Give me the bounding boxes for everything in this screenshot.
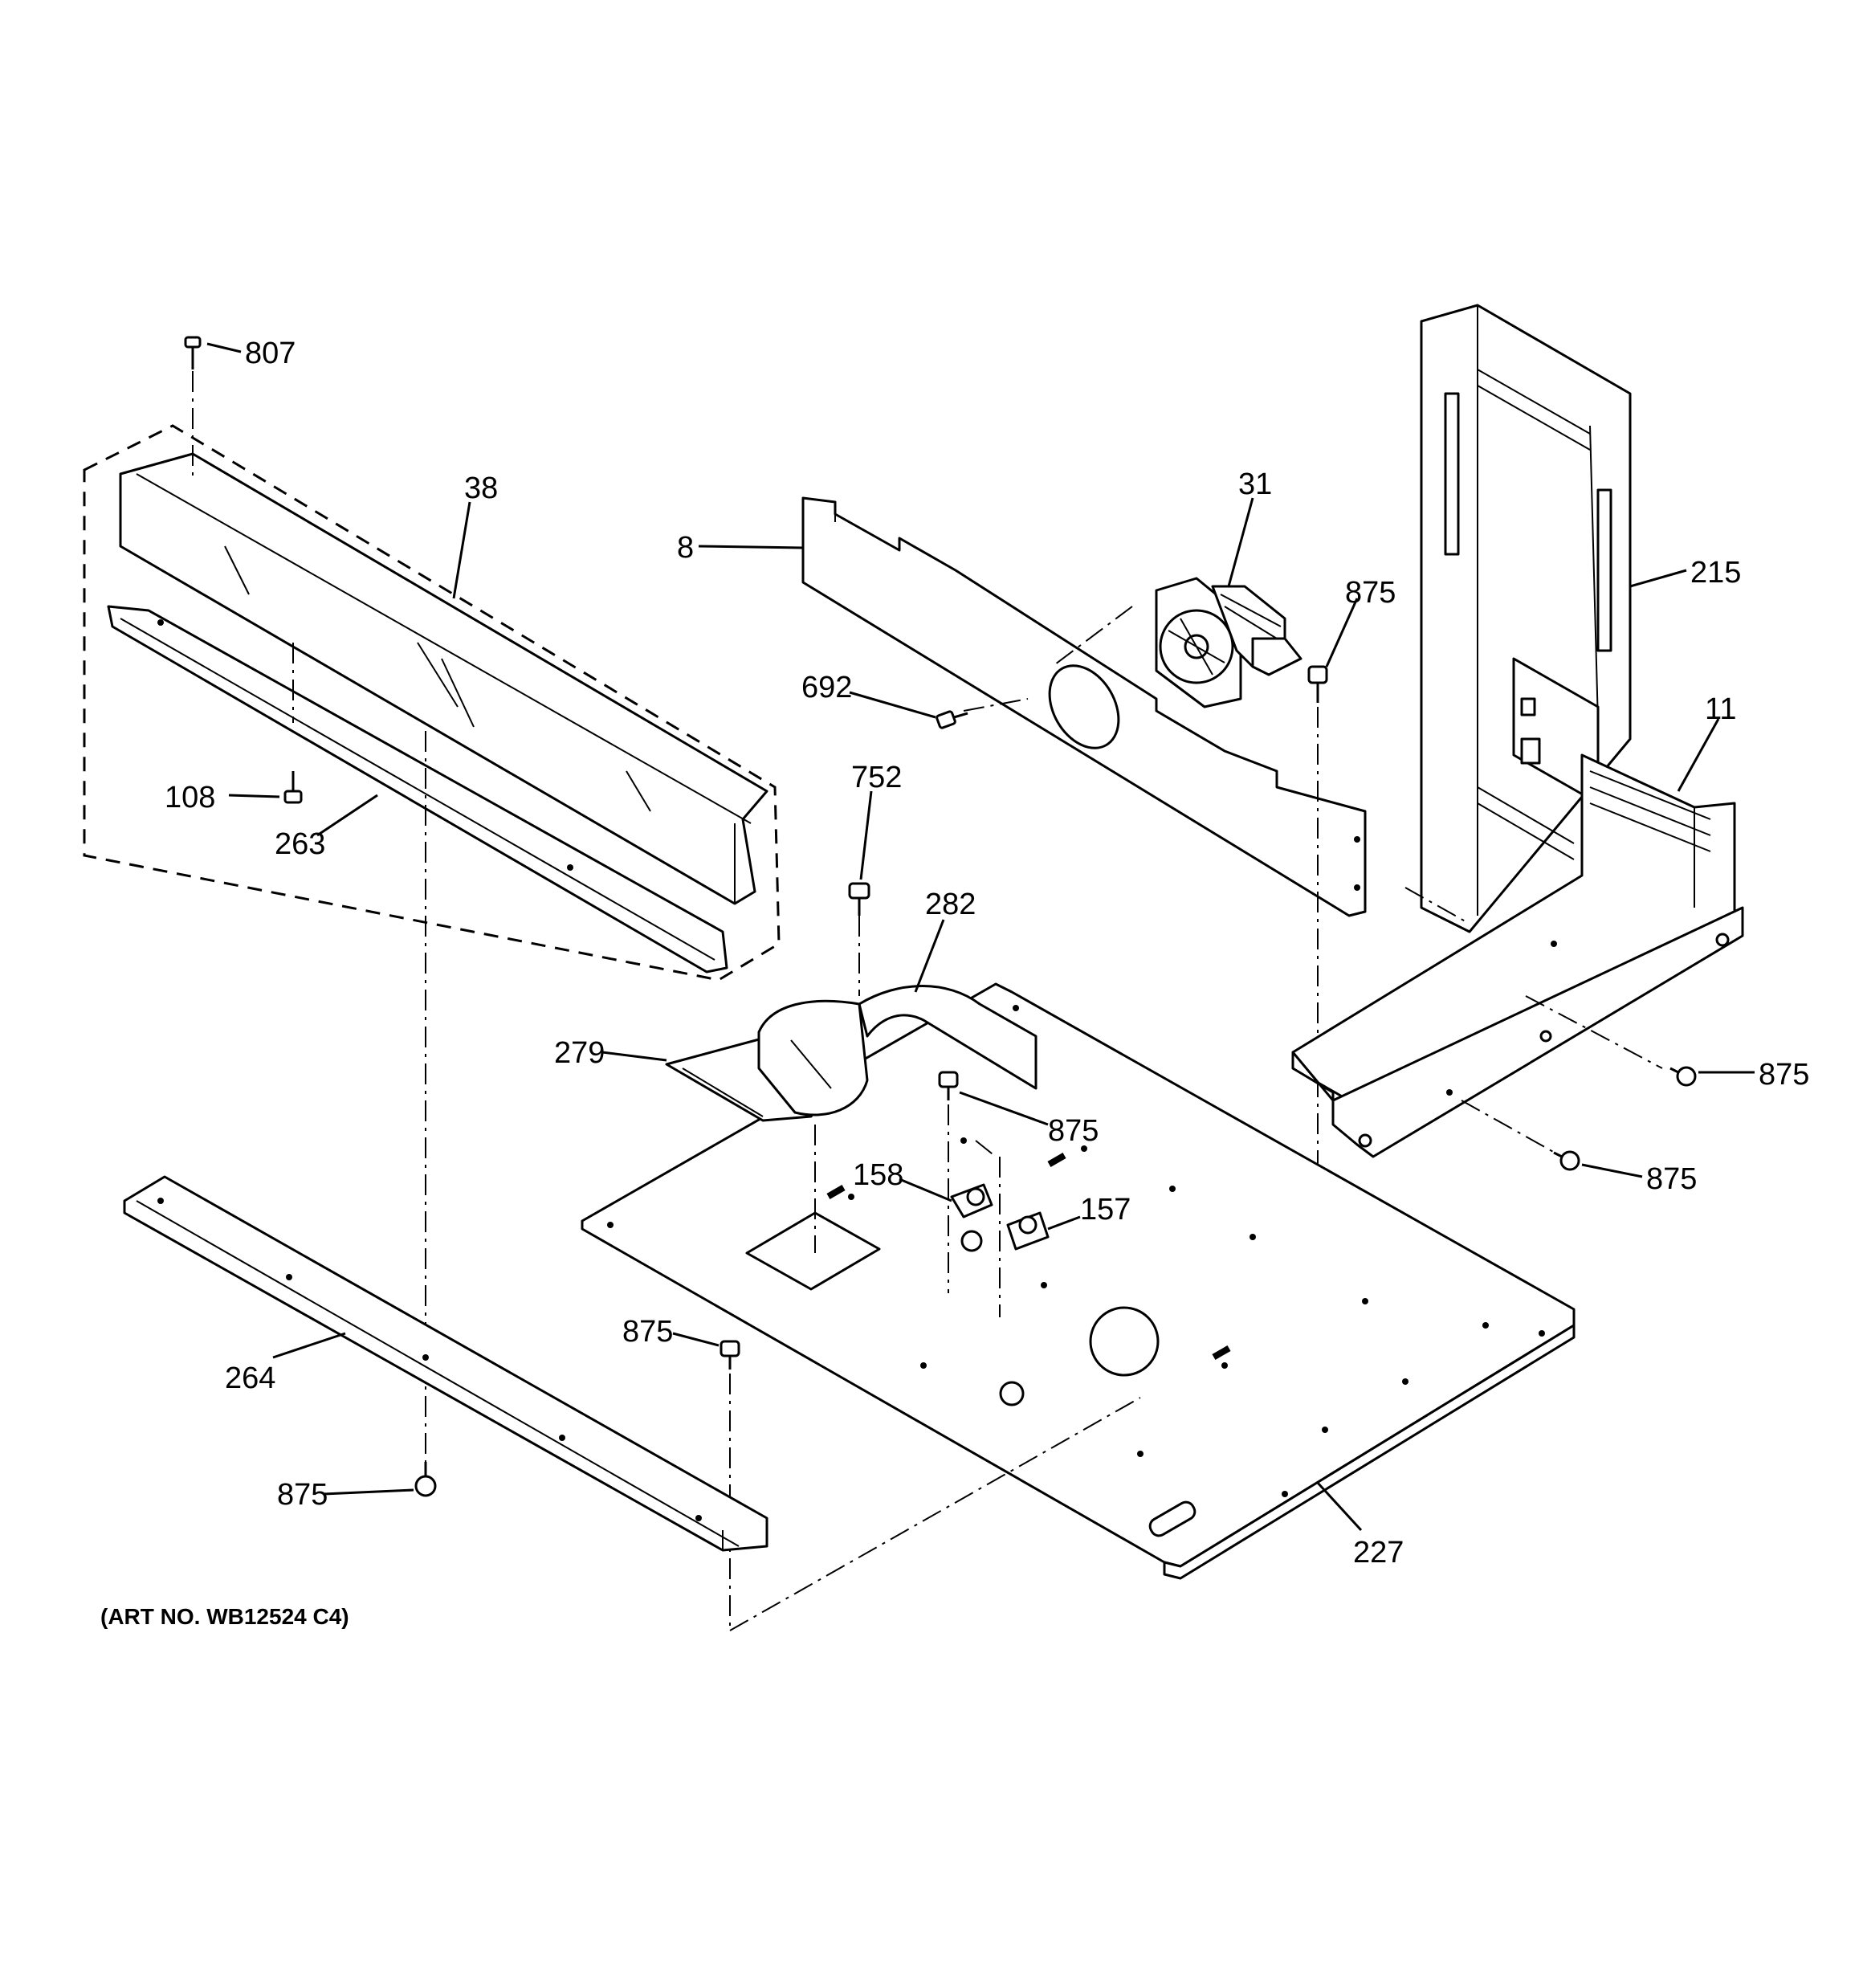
trim-assembly-38 bbox=[83, 424, 781, 982]
fan-motor-31 bbox=[1155, 577, 1302, 708]
callout-875-right-lower: 875 bbox=[1646, 1162, 1697, 1196]
callout-282: 282 bbox=[925, 888, 976, 921]
thermostat-157-icon bbox=[1006, 1211, 1050, 1251]
screw-875-right-upper-icon bbox=[1669, 1066, 1697, 1087]
leader-lines bbox=[206, 342, 1755, 1532]
thermostat-158-icon bbox=[950, 1183, 993, 1219]
callout-11: 11 bbox=[1705, 692, 1736, 726]
screw-108-icon bbox=[283, 771, 303, 804]
screw-692-icon bbox=[936, 710, 968, 729]
plate-holes bbox=[607, 1005, 1545, 1497]
screw-875-center-icon bbox=[938, 1071, 959, 1100]
callout-158: 158 bbox=[853, 1158, 903, 1192]
screw-875-plate-icon bbox=[720, 1340, 740, 1370]
duct-282 bbox=[858, 985, 1037, 1090]
callout-875-right-upper: 875 bbox=[1759, 1058, 1809, 1092]
callout-263: 263 bbox=[275, 827, 325, 861]
base-plate-227 bbox=[581, 982, 1576, 1580]
screw-875-fan-icon bbox=[1307, 665, 1328, 703]
screw-807-icon bbox=[184, 336, 202, 369]
fan-bracket-8 bbox=[801, 496, 1367, 917]
callout-31: 31 bbox=[1238, 467, 1272, 501]
callout-8: 8 bbox=[677, 531, 694, 565]
assembly-boundary bbox=[83, 424, 781, 982]
screw-875-rail-icon bbox=[414, 1462, 437, 1497]
callout-875-rail: 875 bbox=[277, 1478, 328, 1512]
callout-108: 108 bbox=[165, 781, 215, 814]
callout-279: 279 bbox=[554, 1036, 605, 1070]
art-number: (ART NO. WB12524 C4) bbox=[100, 1604, 349, 1629]
screw-875-right-lower-icon bbox=[1553, 1150, 1580, 1171]
callout-215: 215 bbox=[1690, 556, 1741, 590]
vent-slots bbox=[1444, 392, 1612, 652]
callout-875-plate: 875 bbox=[622, 1315, 673, 1349]
rail-264 bbox=[123, 1175, 768, 1552]
callout-227: 227 bbox=[1353, 1536, 1404, 1570]
callout-692: 692 bbox=[801, 671, 852, 704]
screw-752-icon bbox=[848, 882, 870, 916]
callout-807: 807 bbox=[245, 337, 296, 370]
callout-labels: 807 38 108 263 8 31 875 215 692 11 752 2… bbox=[165, 337, 1809, 1570]
callout-875-fan: 875 bbox=[1345, 576, 1396, 610]
diffuser-279 bbox=[665, 999, 869, 1122]
callout-752: 752 bbox=[851, 761, 902, 794]
callout-875-center: 875 bbox=[1048, 1114, 1099, 1148]
bracket-11 bbox=[1291, 753, 1744, 1158]
callout-38: 38 bbox=[464, 471, 498, 505]
side-panel-215 bbox=[1420, 304, 1632, 933]
callout-157: 157 bbox=[1080, 1193, 1131, 1227]
callout-264: 264 bbox=[225, 1361, 275, 1395]
